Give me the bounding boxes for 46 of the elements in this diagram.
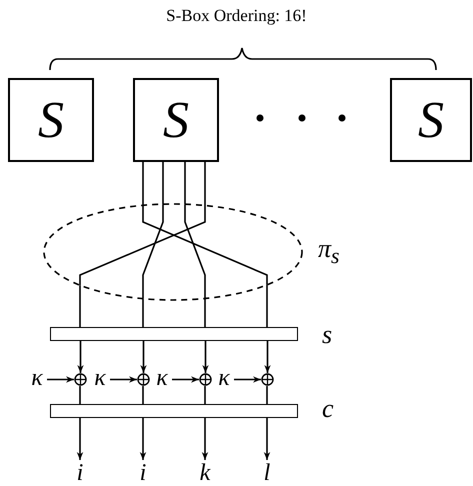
wire: [204, 386, 206, 404]
arrow: [76, 418, 84, 460]
s-box: S: [390, 78, 472, 162]
xor-symbol: [74, 373, 87, 386]
arrow: [234, 376, 261, 383]
arrow: [172, 376, 199, 383]
arrow: [77, 341, 84, 373]
arrow: [202, 341, 209, 373]
key-label: κ: [90, 366, 110, 390]
output-label: i: [70, 460, 90, 486]
register-bar: [50, 327, 298, 341]
key-label: κ: [214, 366, 234, 390]
xor-symbol: [199, 373, 212, 386]
key-label: κ: [27, 366, 47, 390]
wire: [142, 298, 144, 327]
s-box: S: [8, 78, 94, 162]
key-label: κ: [152, 366, 172, 390]
xor-symbol: [137, 373, 150, 386]
wire: [266, 284, 268, 327]
wire: [142, 386, 144, 404]
wire: [79, 386, 81, 404]
arrow: [140, 341, 147, 373]
permutation-drawing: [43, 203, 303, 301]
output-label: k: [195, 460, 215, 486]
wire: [142, 162, 144, 206]
wire: [204, 298, 206, 327]
xor-symbol: [261, 373, 274, 386]
variable-label: π$_{s}$: [318, 234, 340, 270]
register-bar: [50, 404, 298, 418]
wire: [79, 285, 81, 327]
arrow: [47, 376, 74, 383]
output-label: l: [257, 460, 277, 486]
arrow: [110, 376, 137, 383]
arrow: [264, 418, 270, 460]
wire: [162, 162, 164, 204]
variable-label: c: [322, 394, 334, 424]
arrow: [264, 341, 271, 373]
title: S-Box Ordering: 16!: [165, 6, 308, 26]
s-box: S: [133, 78, 219, 162]
variable-label: s: [322, 320, 332, 350]
arrow: [140, 418, 146, 460]
wire: [266, 386, 268, 404]
wire: [184, 162, 186, 204]
output-label: i: [133, 460, 153, 486]
wire: [204, 162, 206, 206]
arrow: [202, 418, 208, 460]
